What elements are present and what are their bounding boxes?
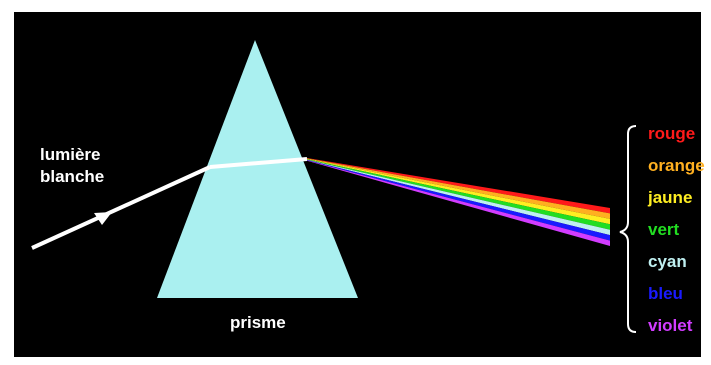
spectrum <box>307 158 610 246</box>
prism <box>157 40 358 298</box>
color-label-orange: orange <box>648 150 705 182</box>
brace <box>620 126 636 332</box>
color-label-violet: violet <box>648 310 705 342</box>
color-label-jaune: jaune <box>648 182 705 214</box>
spectrum-band-cyan <box>307 160 610 236</box>
color-label-bleu: bleu <box>648 278 705 310</box>
color-label-cyan: cyan <box>648 246 705 278</box>
spectrum-band-bleu <box>307 160 610 241</box>
spectrum-band-jaune <box>307 159 610 224</box>
prism-label: prisme <box>230 312 286 334</box>
spectrum-band-rouge <box>307 158 610 213</box>
color-label-vert: vert <box>648 214 705 246</box>
color-label-rouge: rouge <box>648 118 705 150</box>
spectrum-band-orange <box>307 158 610 218</box>
spectrum-band-vert <box>307 159 610 230</box>
incoming-light-label: lumière blanche <box>40 144 160 188</box>
